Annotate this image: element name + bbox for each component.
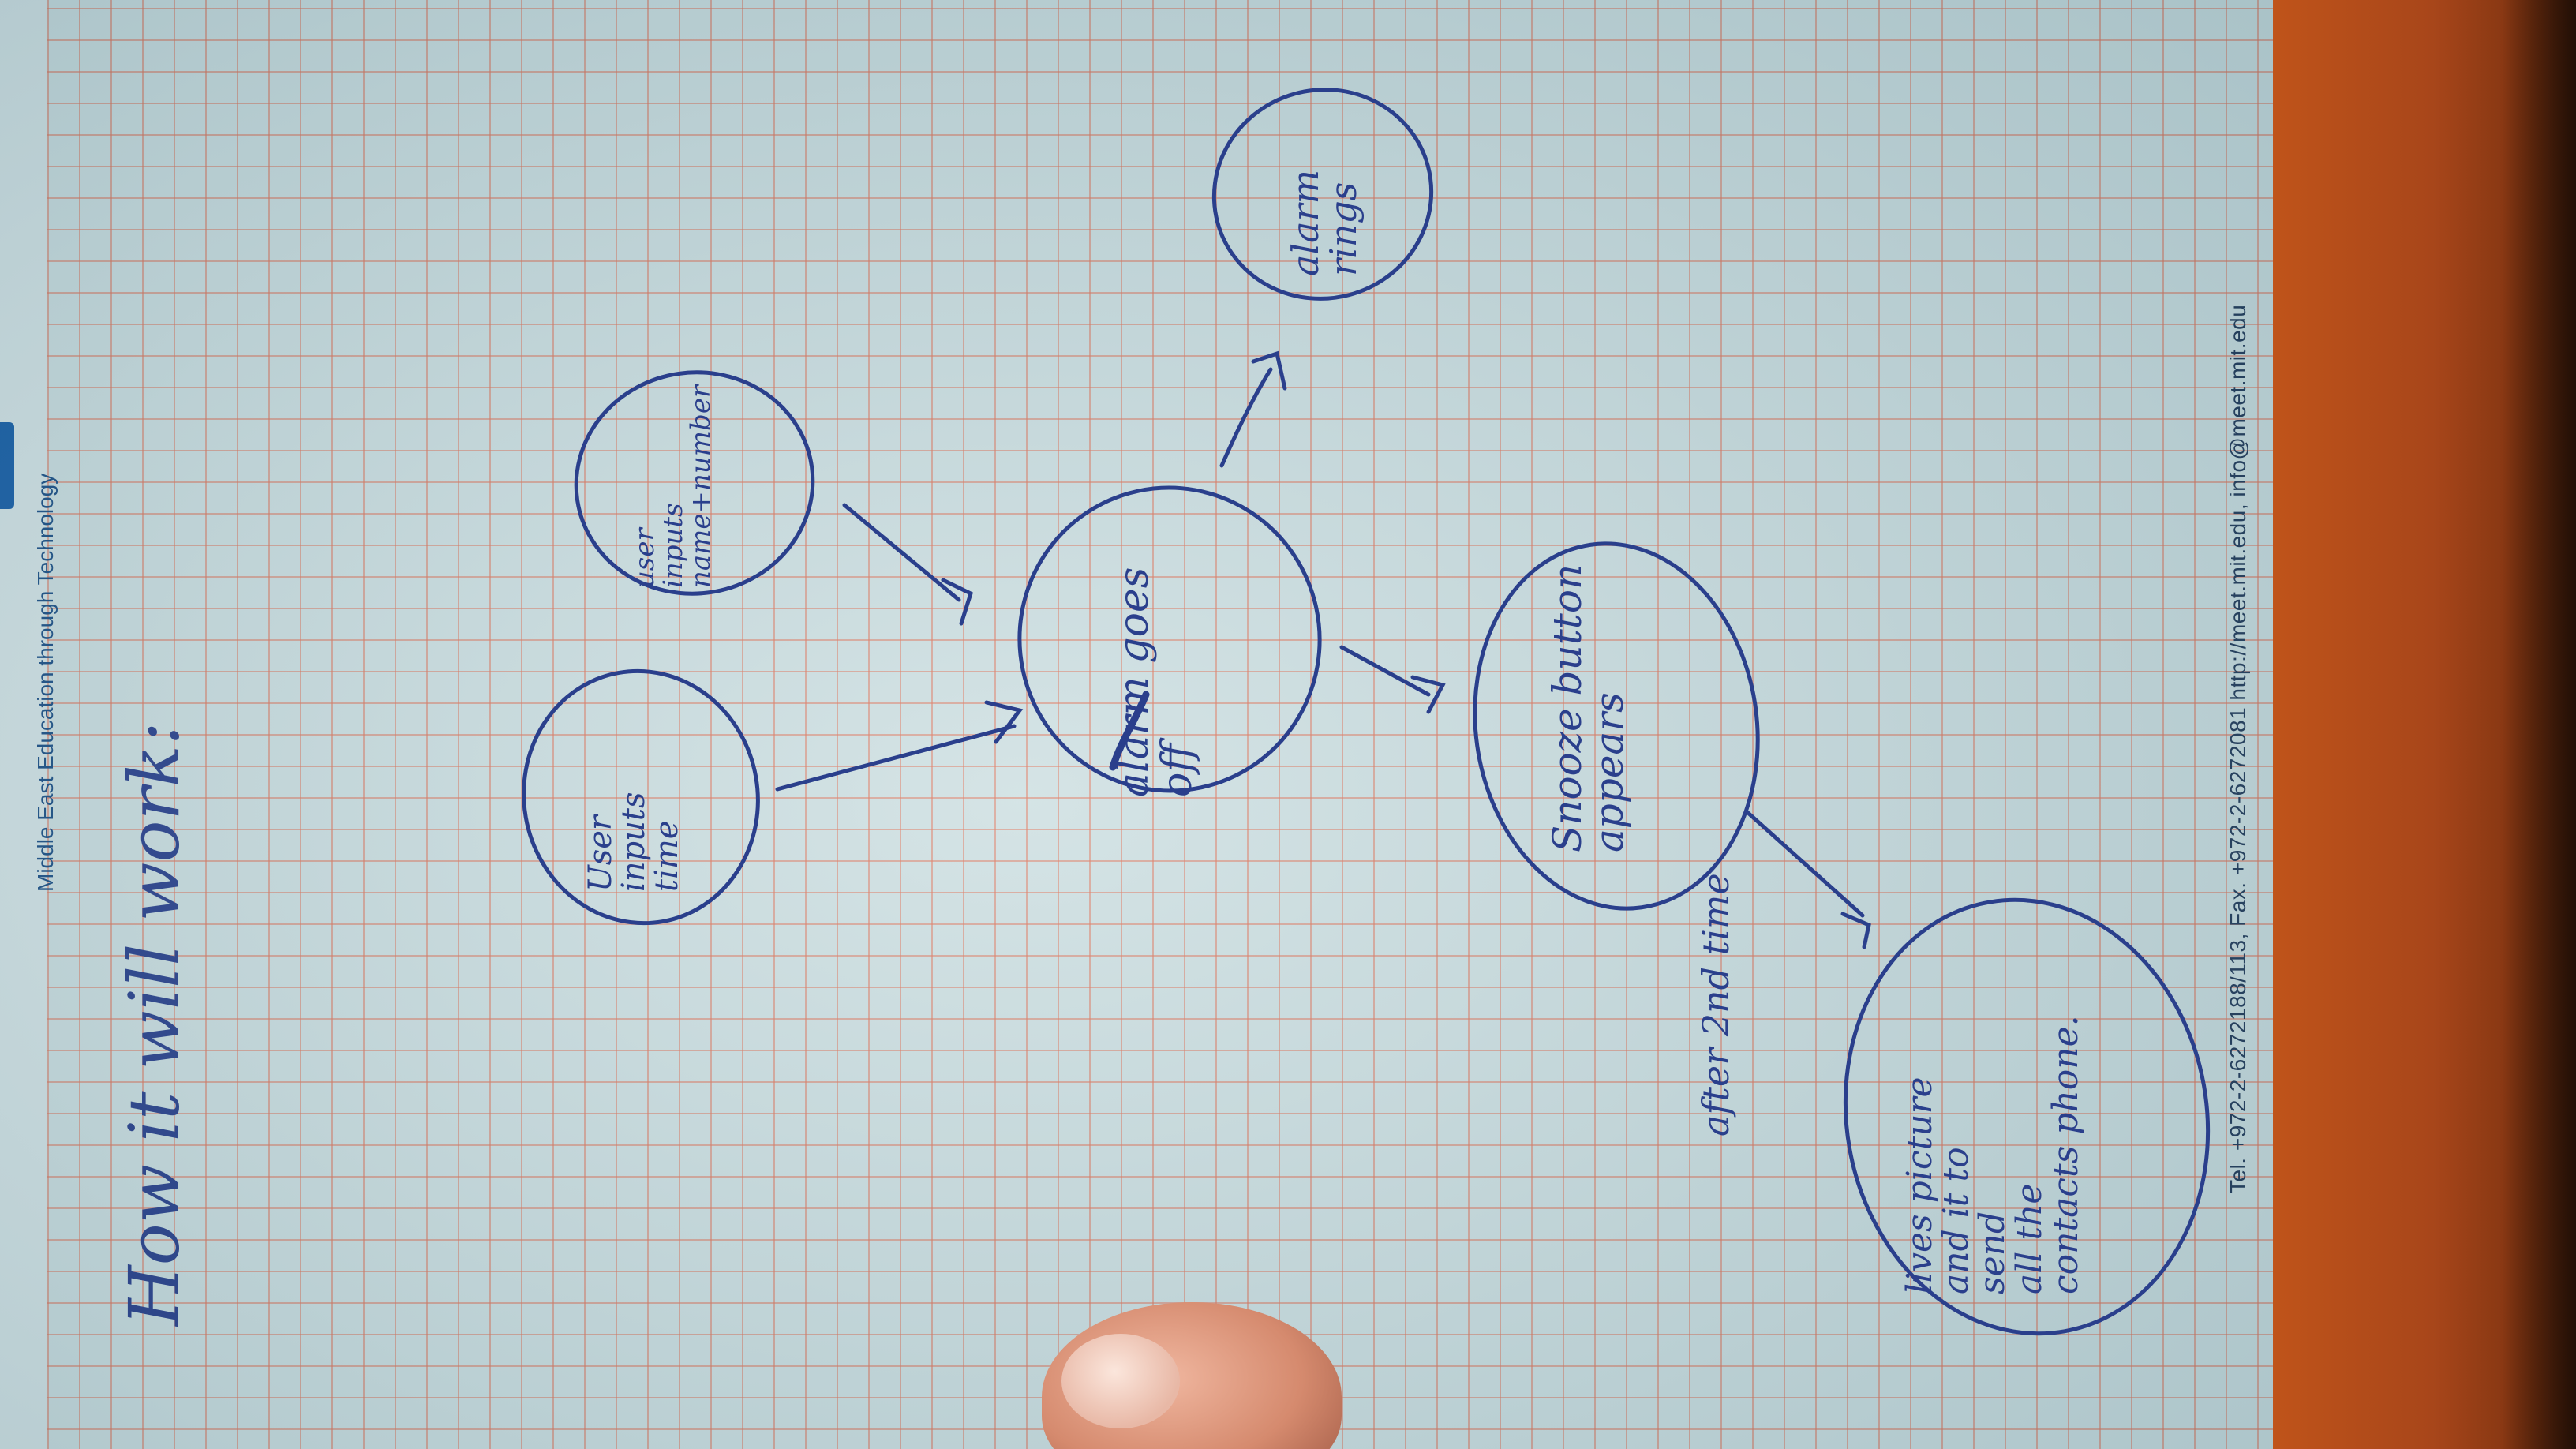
- label-line: inputs: [657, 503, 689, 588]
- scribble-strike: [1109, 691, 1150, 771]
- paper-margin: [0, 0, 47, 1449]
- arrowhead-name: [941, 578, 974, 626]
- arrow-center-to-snooze: [1339, 645, 1431, 697]
- label-line: contacts phone.: [2045, 1015, 2086, 1294]
- label-user-name: user inputs name+number: [629, 384, 717, 588]
- label-line: alarm goes: [1110, 567, 1158, 797]
- label-final: lives picture and it to send all the con…: [1900, 1015, 2086, 1294]
- arrowhead-snooze: [1410, 675, 1446, 714]
- bubble-user-name: [574, 370, 815, 596]
- label-line: time: [649, 820, 685, 892]
- label-line: all the: [2009, 1183, 2050, 1294]
- label-line: Snooze button: [1544, 564, 1590, 852]
- label-line: user: [629, 528, 661, 588]
- graph-paper-sheet: Middle East Education through Technology…: [0, 0, 2273, 1449]
- label-line: and it to: [1936, 1147, 1977, 1294]
- edge-label-after: after 2nd time: [1694, 873, 1737, 1136]
- label-line: name+number: [685, 384, 717, 588]
- bubble-user-time: [522, 668, 760, 926]
- arrow-snooze-to-final: [1746, 811, 1865, 918]
- label-line: send: [1972, 1211, 2013, 1294]
- label-line: appears: [1586, 692, 1632, 852]
- arrowhead-time: [984, 700, 1024, 744]
- bubble-alarm-off: [1017, 485, 1322, 793]
- bubble-alarm-rings: [1211, 88, 1434, 301]
- meet-logo-icon: [0, 422, 14, 509]
- label-line: rings: [1322, 182, 1365, 276]
- label-line: off: [1153, 743, 1201, 797]
- label-line: lives picture: [1900, 1076, 1940, 1294]
- arrow-time-to-center: [775, 724, 1017, 792]
- label-line: inputs: [616, 792, 652, 892]
- arrowhead-rings: [1251, 350, 1287, 391]
- bubble-final: [1843, 897, 2211, 1336]
- label-line: User: [582, 814, 619, 892]
- desk-shadow: [2502, 0, 2576, 1449]
- label-alarm-off: alarm goes off: [1110, 567, 1201, 797]
- label-user-time: User inputs time: [582, 792, 685, 892]
- thumbnail-nail: [1061, 1334, 1180, 1428]
- label-alarm-rings: alarm rings: [1284, 169, 1365, 276]
- arrow-center-to-rings: [1219, 367, 1273, 468]
- label-line: alarm: [1284, 169, 1327, 276]
- bubble-snooze: [1473, 541, 1760, 911]
- arrow-name-to-center: [842, 503, 961, 602]
- arrowhead-final: [1840, 912, 1871, 949]
- label-snooze: Snooze button appears: [1544, 564, 1632, 852]
